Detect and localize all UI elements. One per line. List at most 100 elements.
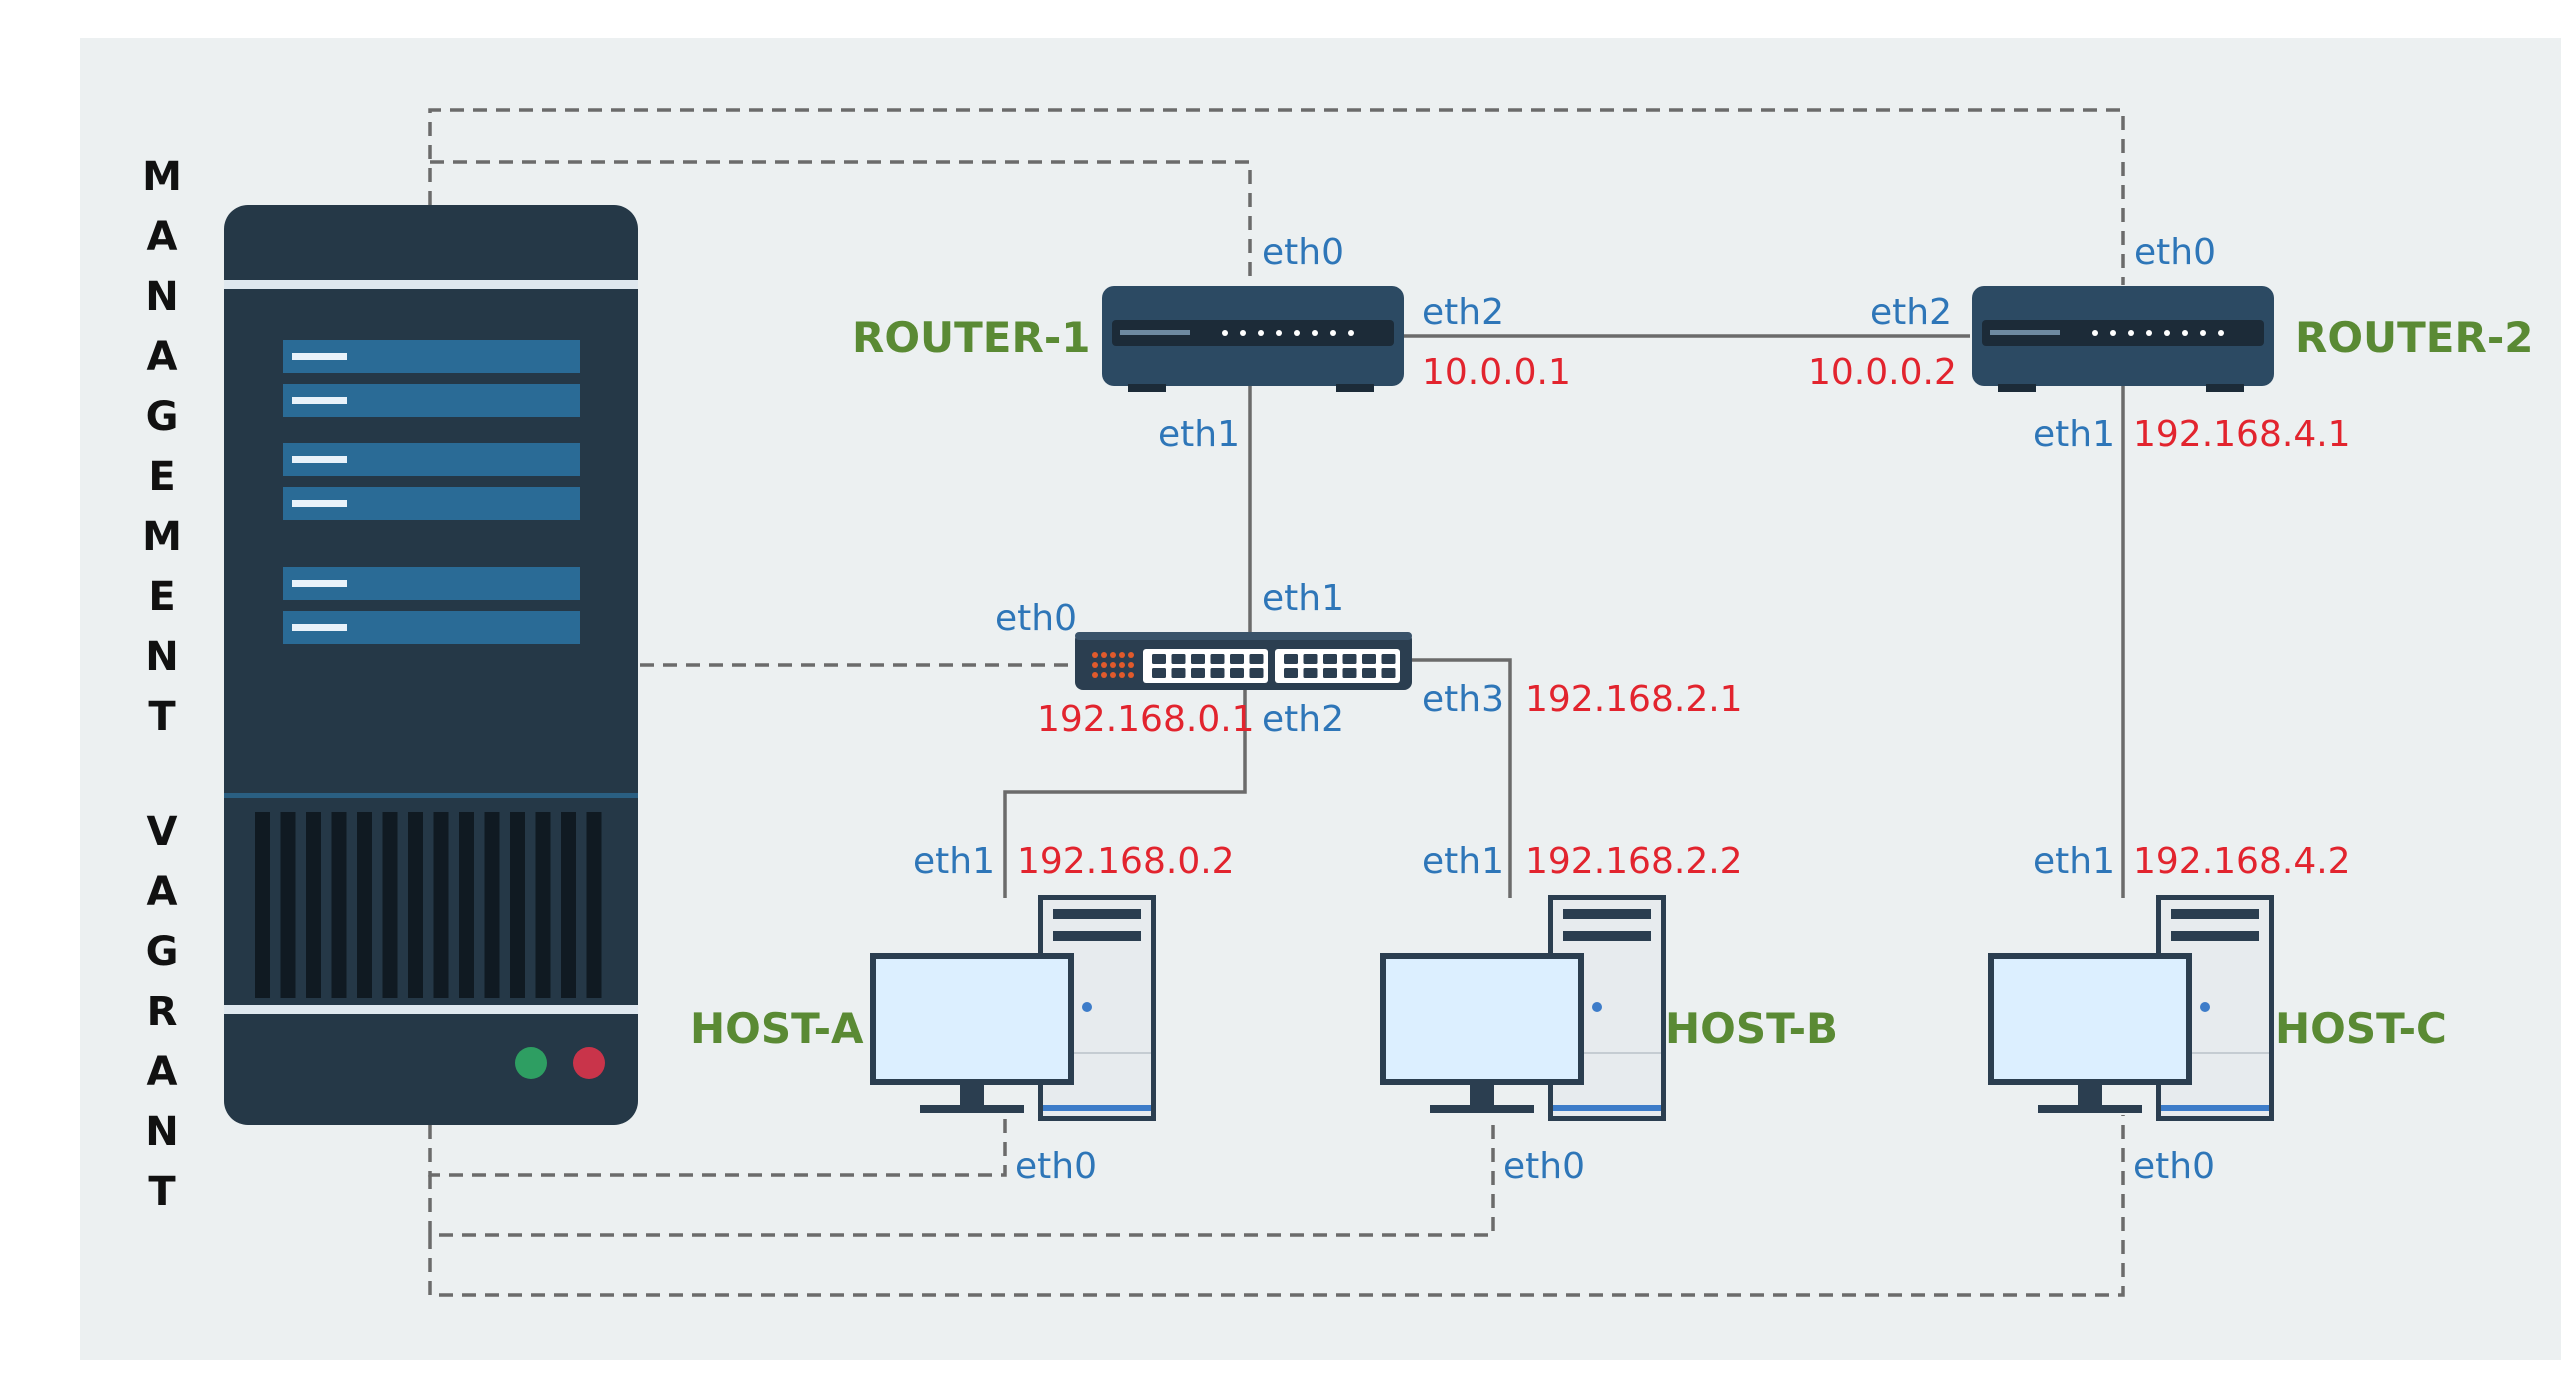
vagrant-server [224, 205, 638, 1125]
switch-led [1092, 652, 1098, 658]
host-c-eth0-label: eth0 [2133, 1146, 2215, 1187]
router-1-eth1-label: eth1 [1158, 414, 1240, 455]
router-1-icon [1102, 286, 1404, 392]
switch-port [1303, 654, 1318, 664]
router-2-label: ROUTER-2 [2295, 313, 2534, 362]
switch-eth0-ip: 192.168.0.1 [1037, 699, 1255, 740]
vent-slot [255, 812, 270, 998]
host-a-label: HOST-A [690, 1004, 864, 1053]
server-body [224, 205, 638, 1125]
drive-led [292, 624, 347, 631]
host-b-eth1-ip: 192.168.2.2 [1525, 841, 1743, 882]
switch-port [1342, 654, 1357, 664]
host-a-eth0-label: eth0 [1015, 1146, 1097, 1187]
vent-slot [510, 812, 525, 998]
switch-status-leds [1092, 652, 1134, 678]
switch-led [1110, 662, 1116, 668]
switch-port [1284, 654, 1298, 664]
host-b-label: HOST-B [1665, 1004, 1838, 1053]
switch-led [1101, 652, 1107, 658]
host-b-computer-icon [1380, 895, 1666, 1121]
switch-port [1230, 654, 1244, 664]
switch-led [1110, 672, 1116, 678]
monitor-screen [1994, 959, 2186, 1079]
server-stripe-bottom [224, 1005, 638, 1014]
data-links [1003, 334, 2125, 898]
switch-led [1110, 652, 1116, 658]
vent-slot [535, 812, 551, 998]
switch-port [1210, 654, 1225, 664]
switch-led [1119, 662, 1125, 668]
switch-eth1-label: eth1 [1262, 578, 1344, 619]
drive-led [292, 397, 347, 404]
switch-led [1101, 672, 1107, 678]
host-b-eth0-label: eth0 [1503, 1146, 1585, 1187]
switch-port [1230, 668, 1244, 678]
vent-slot [382, 812, 398, 998]
switch-port [1362, 668, 1376, 678]
switch-port [1323, 654, 1337, 664]
drive-led [292, 500, 347, 507]
tower-power-led [2200, 1002, 2210, 1012]
mgmt-link-hostB [428, 1118, 1495, 1237]
switch-eth3-label: eth3 [1422, 679, 1504, 720]
tower-bay [1563, 909, 1651, 919]
switch-port [1171, 654, 1186, 664]
monitor-screen [876, 959, 1068, 1079]
router-2-eth1-ip: 192.168.4.1 [2133, 414, 2351, 455]
switch-port [1381, 668, 1396, 678]
tower-bay [1563, 931, 1651, 941]
power-led-green [515, 1047, 547, 1079]
host-c-eth1-ip: 192.168.4.2 [2133, 841, 2351, 882]
switch-led [1119, 652, 1125, 658]
power-led-red [573, 1047, 605, 1079]
server-vent-grille [255, 812, 602, 998]
mgmt-link-hostA [428, 1110, 1007, 1177]
monitor-neck [2078, 1085, 2102, 1107]
router-1-port-leds [1222, 330, 1354, 336]
vent-slot [484, 812, 500, 998]
link-switch-hostB [1410, 658, 1512, 898]
switch-port [1249, 668, 1264, 678]
switch-port [1152, 668, 1166, 678]
switch-eth0-label: eth0 [995, 598, 1077, 639]
monitor-screen [1386, 959, 1578, 1079]
tower-bay [1053, 931, 1141, 941]
drive-led [292, 456, 347, 463]
router-2-icon [1972, 286, 2274, 392]
tower-base-strip [2161, 1105, 2269, 1111]
switch-port [1152, 654, 1166, 664]
switch-port [1362, 654, 1376, 664]
switch-port [1171, 668, 1186, 678]
link-switch-hostA [1003, 690, 1247, 898]
management-links [428, 108, 2125, 1297]
tower-bay [2171, 931, 2259, 941]
server-drive-bays [283, 340, 580, 644]
host-c-computer-icon [1988, 895, 2274, 1121]
monitor-stand [2038, 1105, 2142, 1113]
host-a-eth1-ip: 192.168.0.2 [1017, 841, 1235, 882]
host-a-computer-icon [870, 895, 1156, 1121]
vent-slot [561, 812, 576, 998]
monitor-neck [960, 1085, 984, 1107]
switch-eth3-ip: 192.168.2.1 [1525, 679, 1743, 720]
router-1-eth2-ip: 10.0.0.1 [1422, 352, 1571, 393]
vent-slot [357, 812, 372, 998]
router-1-eth0-label: eth0 [1262, 232, 1344, 273]
monitor-stand [1430, 1105, 1534, 1113]
switch-port [1191, 668, 1205, 678]
switch-port [1249, 654, 1264, 664]
router-2-port-leds [2092, 330, 2224, 336]
switch-led [1128, 652, 1134, 658]
router-2-eth1-label: eth1 [2033, 414, 2115, 455]
monitor-neck [1470, 1085, 1494, 1107]
switch-port [1342, 668, 1357, 678]
switch-port [1303, 668, 1318, 678]
tower-bay [1053, 909, 1141, 919]
tower-power-led [1592, 1002, 1602, 1012]
drive-led [292, 353, 347, 360]
tower-power-led [1082, 1002, 1092, 1012]
switch-led [1101, 662, 1107, 668]
switch-led [1128, 672, 1134, 678]
